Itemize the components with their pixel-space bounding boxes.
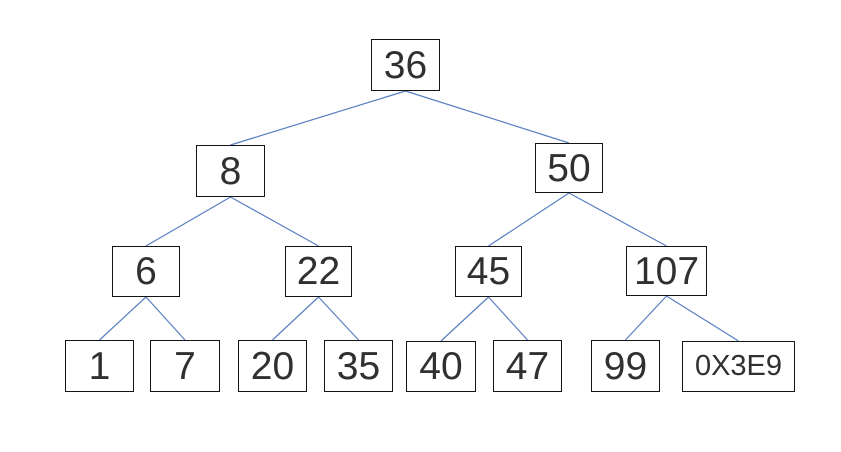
tree-node-6: 6 (112, 246, 180, 297)
tree-edge-36-8 (230, 90, 406, 146)
tree-node-99: 99 (591, 340, 660, 392)
tree-edge-45-40 (440, 296, 489, 342)
tree-edge-45-47 (488, 296, 528, 341)
tree-edge-6-7 (145, 296, 186, 341)
tree-node-40: 40 (406, 341, 476, 392)
tree-edge-50-45 (488, 192, 570, 247)
tree-edge-50-107 (568, 192, 667, 247)
tree-node-0X3E9: 0X3E9 (682, 341, 795, 392)
tree-node-20: 20 (238, 340, 307, 392)
tree-node-50: 50 (535, 143, 603, 193)
tree-node-7: 7 (150, 340, 220, 392)
tree-node-47: 47 (493, 340, 562, 392)
tree-edge-107-0X3E9 (666, 295, 739, 342)
tree-edge-107-99 (625, 295, 667, 341)
tree-edge-22-35 (318, 296, 359, 341)
tree-node-1: 1 (65, 340, 134, 392)
tree-node-22: 22 (285, 246, 352, 297)
tree-node-35: 35 (324, 340, 393, 392)
tree-node-8: 8 (196, 145, 265, 197)
tree-edge-6-1 (99, 296, 147, 341)
tree-node-36: 36 (371, 39, 440, 91)
tree-edge-22-20 (272, 296, 319, 341)
tree-node-107: 107 (626, 246, 707, 296)
tree-node-45: 45 (455, 246, 522, 297)
tree-edge-36-50 (405, 90, 570, 144)
tree-edge-8-22 (230, 196, 319, 247)
tree-edge-8-6 (145, 196, 231, 247)
